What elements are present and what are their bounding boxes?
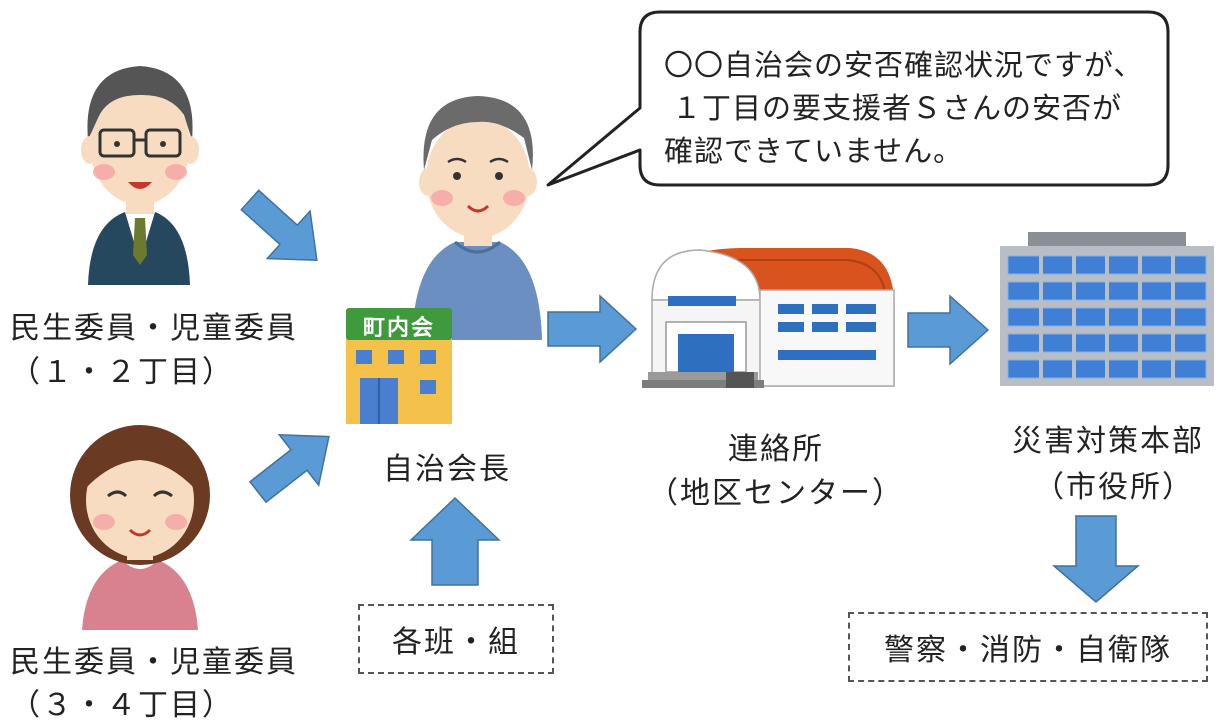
hq-title: 災害対策本部 bbox=[1012, 424, 1204, 459]
liaison-title: 連絡所 bbox=[728, 432, 824, 467]
speech-line-2: １丁目の要支援者Ｓさんの安否が bbox=[672, 91, 1123, 125]
minsei-1-title: 民生委員・児童委員 bbox=[10, 311, 298, 346]
speech-line-1: 〇〇自治会の安否確認状況ですが、 bbox=[664, 48, 1144, 82]
chairman-label: 自治会長 bbox=[383, 452, 511, 487]
agencies-box: 警察・消防・自衛隊 bbox=[848, 612, 1208, 682]
groups-box: 各班・組 bbox=[358, 604, 554, 674]
hq-subtitle: （市役所） bbox=[1034, 470, 1194, 505]
speech-line-3: 確認できていません。 bbox=[664, 134, 964, 168]
hall-sign-text: 町内会 bbox=[362, 316, 435, 341]
minsei-2-title: 民生委員・児童委員 bbox=[10, 645, 298, 680]
liaison-subtitle: （地区センター） bbox=[648, 476, 904, 511]
minsei-1-area: （１・２丁目） bbox=[10, 355, 234, 390]
